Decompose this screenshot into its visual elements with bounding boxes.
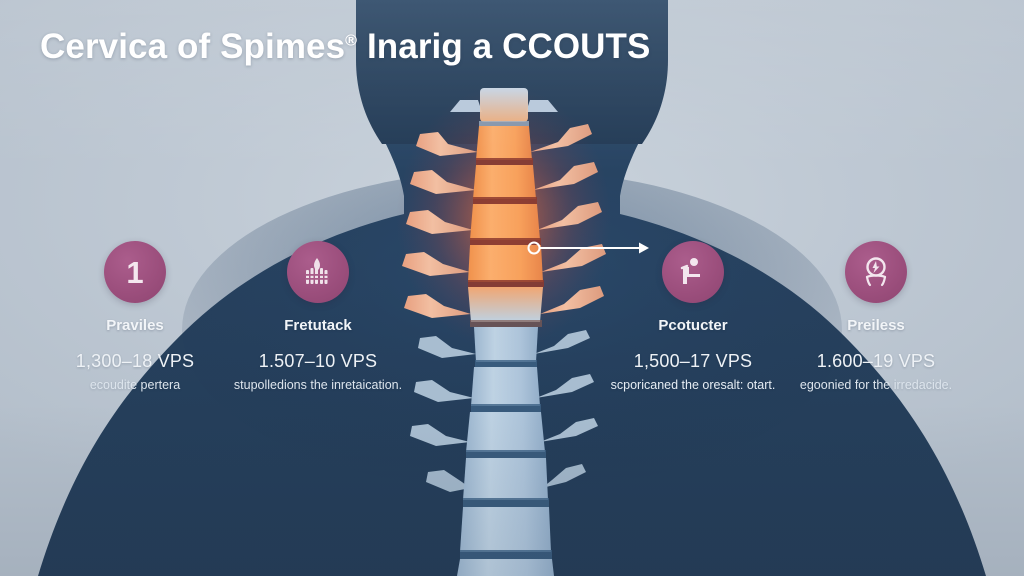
title-main: Cervica of Spimes <box>40 27 346 66</box>
column-label-2: Fretutack <box>284 317 352 334</box>
column-value-4: 1.600–19 VPS <box>816 351 936 371</box>
vertebra-t5 <box>457 559 554 576</box>
vertebra-c5 <box>402 244 606 282</box>
vertebra-t1 <box>414 367 594 406</box>
column-label-3: Pcotucter <box>658 317 728 334</box>
badge-circle-3[interactable] <box>662 241 724 303</box>
spine-stack-icon <box>305 258 329 284</box>
info-column-4[interactable]: Preiless 1.600–19 VPS egoonied for the i… <box>776 241 976 394</box>
head-shape <box>356 0 668 144</box>
seated-posture-icon <box>680 258 700 284</box>
vertebra-t4 <box>460 507 551 552</box>
head-pain-icon <box>865 257 887 287</box>
vertebra-t2 <box>410 412 598 452</box>
badge-circle-2[interactable] <box>287 241 349 303</box>
info-column-1[interactable]: 1 Praviles 1,300–18 VPS ecoudite pertera <box>35 241 235 394</box>
vertebra-c2 <box>416 124 592 160</box>
vertebra-t3 <box>426 458 586 500</box>
info-column-3[interactable]: Pcotucter 1,500–17 VPS scporicaned the o… <box>593 241 793 394</box>
vertebra-c1 <box>450 88 558 122</box>
info-column-2[interactable]: Fretutack 1.507–10 VPS stupolledions the… <box>218 241 418 394</box>
column-desc-1: ecoudite pertera <box>89 378 181 392</box>
column-label-4: Preiless <box>847 317 905 334</box>
vertebra-c7 <box>418 327 590 362</box>
vertebra-c4 <box>406 202 602 240</box>
column-desc-4: egoonied for the irredacide. <box>799 378 953 392</box>
vertebra-c6 <box>404 286 604 322</box>
badge-circle-1[interactable]: 1 <box>104 241 166 303</box>
column-value-2: 1.507–10 VPS <box>258 351 378 371</box>
callout-pointer <box>527 241 649 255</box>
arrow-right-icon <box>639 242 649 254</box>
number-one-icon: 1 <box>126 254 144 290</box>
callout-circle-endpoint <box>527 241 541 255</box>
title-tail: Inarig a CCOUTS <box>357 27 651 66</box>
page-title: Cervica of Spimes® Inarig a CCOUTS <box>40 27 650 67</box>
column-label-1: Praviles <box>106 317 164 334</box>
column-value-1: 1,300–18 VPS <box>75 351 195 371</box>
vertebra-c3 <box>410 162 598 199</box>
column-desc-3: scporicaned the oresalt: otart. <box>610 378 776 392</box>
badge-circle-4[interactable] <box>845 241 907 303</box>
column-value-3: 1,500–17 VPS <box>633 351 753 371</box>
registered-mark: ® <box>345 31 358 50</box>
vertebrae-group <box>402 88 606 576</box>
column-desc-2: stupolledions the inretaication. <box>233 378 403 392</box>
